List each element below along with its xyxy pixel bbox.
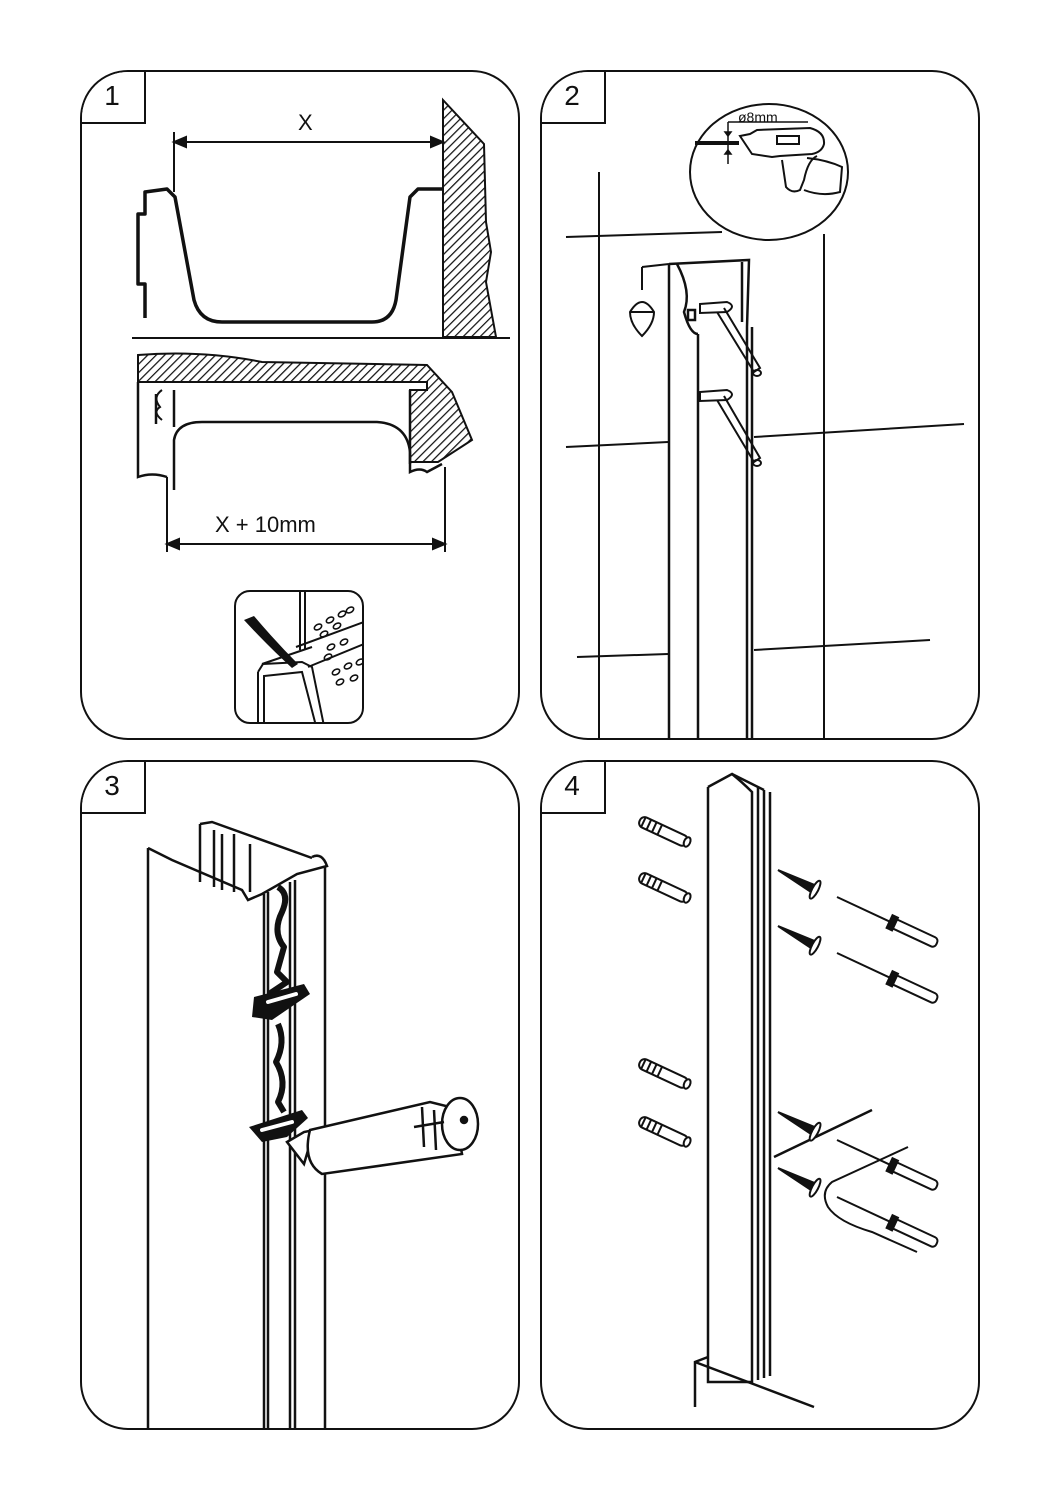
measure-x-label: X (298, 110, 313, 135)
wall-profile-icon (693, 772, 873, 1409)
wall-hatch-icon (137, 352, 474, 463)
wall-profile-icon (146, 820, 329, 1428)
step-1-illustration (132, 97, 510, 552)
wall-profile-icon (667, 258, 754, 738)
step-number-badge: 3 (82, 762, 146, 814)
step-4-illustration (638, 772, 939, 1409)
tile-joint-line (753, 639, 931, 651)
sealant-inset (234, 590, 364, 724)
step-4-panel: 4 (540, 760, 980, 1430)
screw-icon (777, 869, 822, 1198)
step-number-badge: 1 (82, 72, 146, 124)
silicone-cartridge-icon (285, 1096, 480, 1176)
step-1-panel: 1 (80, 70, 520, 740)
measure-arrow-icon (164, 467, 448, 552)
sealant-inset-icon (244, 592, 362, 722)
wall-hatch-icon (442, 97, 498, 338)
step-3-illustration (146, 820, 480, 1428)
pencil-marker-icon (699, 300, 762, 467)
step-number-badge: 4 (542, 762, 606, 814)
measure-x-plus-10mm-label: X + 10mm (215, 512, 316, 537)
bath-top-view-icon (136, 382, 443, 490)
measure-arrow-icon (171, 132, 446, 192)
tile-joint-line (753, 423, 965, 438)
drill-icon (695, 126, 844, 196)
step-number-badge: 2 (542, 72, 606, 124)
plumb-bob-icon (628, 263, 670, 338)
tile-joint-line (565, 441, 669, 448)
screwdriver-icon (836, 896, 939, 1248)
floor-curve-line (823, 1146, 918, 1253)
drill-inset (689, 103, 849, 241)
drill-size-label: ø8mm (738, 109, 778, 125)
step-3-panel: 3 (80, 760, 520, 1430)
bath-cross-section-icon (136, 187, 443, 324)
step-2-panel: 2 (540, 70, 980, 740)
step-2-illustration (565, 103, 965, 738)
wall-plug-icon (638, 816, 692, 1148)
tile-joint-line (576, 653, 669, 658)
sealant-bead-icon (249, 884, 310, 1142)
tile-joint-line (565, 231, 723, 238)
